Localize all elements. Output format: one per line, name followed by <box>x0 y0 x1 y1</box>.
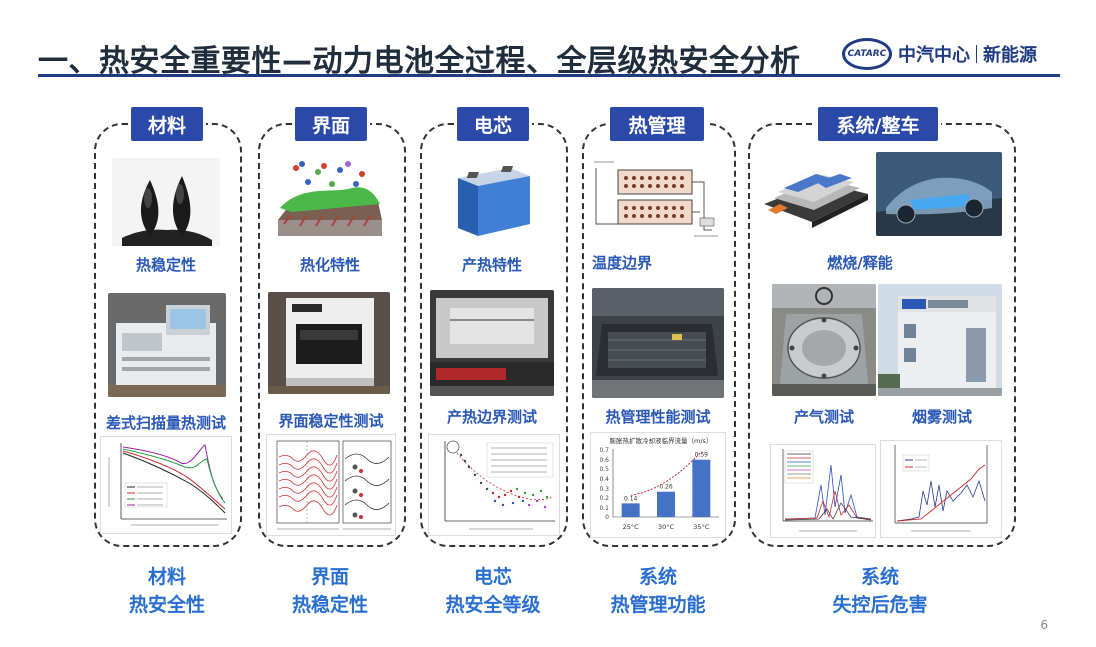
gas-concentration-plot <box>770 444 876 538</box>
catarc-logo-icon: CATARC <box>842 38 892 70</box>
x-category-35c: 35°C <box>693 523 710 531</box>
bar-label-35c: 0.59 <box>695 452 709 459</box>
y-tick-4: 0.3 <box>599 486 609 493</box>
y-tick-6: 0.1 <box>599 505 609 512</box>
battery-pack-image <box>760 152 872 236</box>
caption-thermal-stability: 热稳定性 <box>135 256 196 274</box>
smoke-test-building-image <box>878 284 1002 396</box>
y-tick-2: 0.5 <box>599 466 609 473</box>
y-tick-5: 0.2 <box>599 495 609 502</box>
cooling-schematic-image <box>590 154 724 240</box>
vehicle-xray-image <box>876 152 1002 236</box>
title-underline <box>38 74 1060 77</box>
critical-flow-bar-chart: 膨胀热扩散冷却液临界流量（m/s） 0.7 0.6 0.5 0.4 0.3 0.… <box>590 432 726 538</box>
y-tick-1: 0.6 <box>599 457 609 464</box>
summary-material-line1: 材料 <box>147 566 186 588</box>
material-powder-image <box>112 158 220 246</box>
caption-gas-test: 产气测试 <box>793 408 854 426</box>
page-number: 6 <box>1040 618 1048 632</box>
summary-system-vehicle: 系统 失控后危害 <box>800 563 960 619</box>
interface-molecule-image <box>272 154 388 244</box>
summary-cell: 电芯 热安全等级 <box>428 563 558 619</box>
summary-system-vehicle-line1: 系统 <box>860 566 899 588</box>
summary-interface-line1: 界面 <box>310 566 349 588</box>
gas-chamber-image <box>772 284 876 396</box>
trend-line <box>630 451 702 496</box>
y-tick-0: 0.7 <box>599 447 609 454</box>
summary-material: 材料 热安全性 <box>104 563 230 619</box>
logo-org-name: 中汽中心 <box>898 45 970 66</box>
caption-smoke-test: 烟雾测试 <box>911 408 972 426</box>
summary-thermal-mgmt: 系统 热管理功能 <box>594 563 722 619</box>
caption-heat-generation: 产热特性 <box>461 256 522 274</box>
summary-system-vehicle-line2: 失控后危害 <box>832 594 928 616</box>
logo-division-name: 新能源 <box>983 45 1037 66</box>
x-category-25c: 25°C <box>623 523 640 531</box>
caption-temperature-boundary: 温度边界 <box>592 254 653 272</box>
tag-cell: 电芯 <box>457 107 529 141</box>
prismatic-cell-image <box>446 158 538 240</box>
caption-thermal-characteristics: 热化特性 <box>299 256 360 274</box>
thermal-test-rig-image <box>592 288 724 398</box>
y-tick-7: 0 <box>605 514 609 521</box>
tag-system-vehicle: 系统/整车 <box>818 107 938 141</box>
bar-label-25c: 0.14 <box>624 495 638 502</box>
logo: CATARC 中汽中心 新能源 <box>842 38 1037 70</box>
tag-thermal-mgmt: 热管理 <box>610 107 704 141</box>
caption-thermal-mgmt-test: 热管理性能测试 <box>605 408 711 426</box>
summary-thermal-mgmt-line1: 系统 <box>638 566 677 588</box>
caption-interface-stability-test: 界面稳定性测试 <box>278 412 384 430</box>
bar-chart-title: 膨胀热扩散冷却液临界流量（m/s） <box>610 436 713 445</box>
summary-cell-line1: 电芯 <box>473 566 512 588</box>
dsc-instrument-image <box>108 293 226 397</box>
heat-generation-scatter-plot <box>428 434 560 536</box>
smoke-heat-release-plot <box>880 440 1002 538</box>
bar-35c <box>692 459 711 517</box>
summary-interface-line2: 热稳定性 <box>291 594 368 616</box>
bar-label-30c: 0.26 <box>659 484 673 491</box>
x-category-30c: 30°C <box>658 523 675 531</box>
caption-dsc-test: 差式扫描量热测试 <box>105 414 226 432</box>
tag-material: 材料 <box>131 107 203 141</box>
y-tick-3: 0.4 <box>599 476 609 483</box>
dsc-curve-plot <box>100 436 232 534</box>
interface-spectra-plot <box>266 434 396 536</box>
logo-divider <box>976 45 977 63</box>
cell-calorimeter-image <box>430 290 554 396</box>
summary-cell-line2: 热安全等级 <box>445 594 541 616</box>
caption-combustion-energy-release: 燃烧/释能 <box>827 254 893 272</box>
bar-25c <box>621 503 640 517</box>
summary-material-line2: 热安全性 <box>128 594 205 616</box>
interface-instrument-image <box>268 292 390 394</box>
caption-heat-boundary-test: 产热边界测试 <box>446 408 537 426</box>
tag-interface: 界面 <box>295 107 367 141</box>
summary-thermal-mgmt-line2: 热管理功能 <box>610 594 706 616</box>
bar-30c <box>657 491 675 517</box>
summary-interface: 界面 热稳定性 <box>266 563 394 619</box>
page-title: 一、热安全重要性—动力电池全过程、全层级热安全分析 <box>38 44 801 79</box>
